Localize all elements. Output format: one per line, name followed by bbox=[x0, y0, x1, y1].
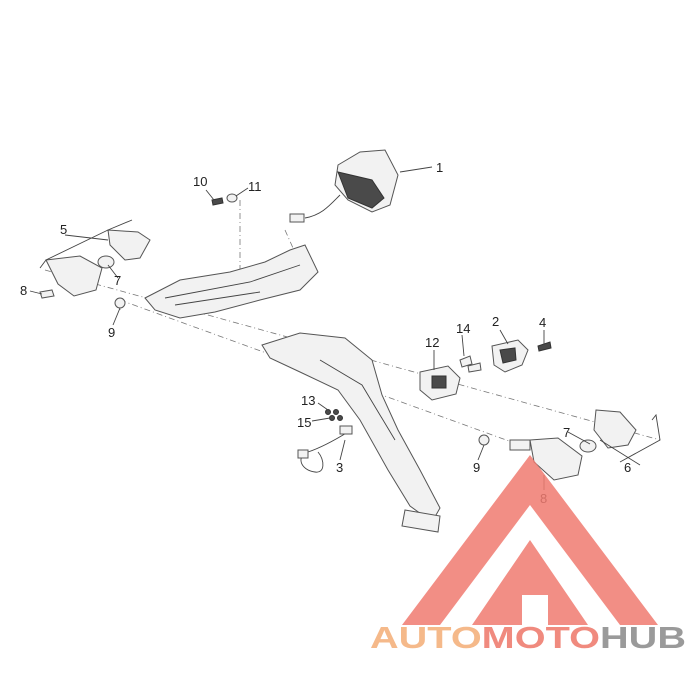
license-light-bracket-part-12 bbox=[419, 365, 461, 401]
wordmark-moto: MOTO bbox=[482, 620, 600, 655]
tail-light-part-1 bbox=[289, 149, 399, 223]
callout-15: 15 bbox=[297, 415, 311, 430]
cable-part-3 bbox=[297, 425, 353, 473]
left-screw-part-8 bbox=[39, 289, 55, 299]
callout-2: 2 bbox=[492, 314, 499, 329]
callout-4: 4 bbox=[539, 315, 546, 330]
left-turn-signal-part-5 bbox=[39, 219, 151, 297]
callout-6: 6 bbox=[624, 460, 631, 475]
washer-part-11 bbox=[226, 193, 238, 203]
callout-7-right: 7 bbox=[563, 425, 570, 440]
license-light-part-2 bbox=[491, 339, 529, 373]
callout-9-right: 9 bbox=[473, 460, 480, 475]
rear-inner-panel bbox=[144, 244, 319, 319]
callout-12: 12 bbox=[425, 335, 439, 350]
watermark-triangle-mark bbox=[402, 455, 658, 625]
right-bulb-part-7 bbox=[579, 439, 597, 453]
left-nut-part-9 bbox=[114, 297, 126, 309]
callout-3: 3 bbox=[336, 460, 343, 475]
right-turn-signal-part-6 bbox=[529, 409, 661, 481]
callout-9-left: 9 bbox=[108, 325, 115, 340]
callout-1: 1 bbox=[436, 160, 443, 175]
screw-part-4 bbox=[537, 341, 552, 352]
callout-13: 13 bbox=[301, 393, 315, 408]
screw-part-14 bbox=[459, 355, 482, 373]
callout-5: 5 bbox=[60, 222, 67, 237]
watermark-logo bbox=[402, 455, 658, 625]
callout-14: 14 bbox=[456, 321, 470, 336]
right-nut-part-9 bbox=[478, 434, 490, 446]
right-connector-part-8 bbox=[509, 439, 531, 451]
screw-part-10 bbox=[211, 197, 224, 206]
callout-8-left: 8 bbox=[20, 283, 27, 298]
callout-7-left: 7 bbox=[114, 273, 121, 288]
license-plate-bracket bbox=[261, 332, 441, 533]
left-bulb-part-7 bbox=[97, 255, 115, 269]
callout-10: 10 bbox=[193, 174, 207, 189]
wordmark-hub: HUB bbox=[600, 620, 686, 655]
callout-numbers: 1 2 3 4 5 6 7 7 8 8 9 9 10 11 12 13 14 1… bbox=[20, 160, 631, 506]
nuts-part-13-15 bbox=[325, 409, 343, 421]
wordmark-auto: AUTO bbox=[370, 620, 482, 655]
callout-11: 11 bbox=[248, 179, 262, 194]
